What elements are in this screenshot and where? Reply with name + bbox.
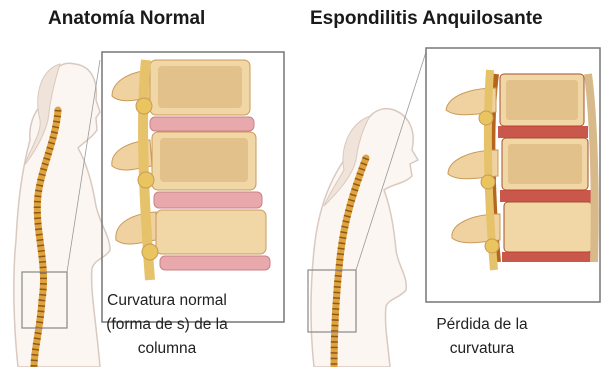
caption-line: (forma de s) de la <box>72 313 262 337</box>
panel-title: Espondilitis Anquilosante <box>310 8 543 30</box>
woman-silhouette-stooped <box>311 109 418 367</box>
fused-vertebrae-stack <box>446 70 595 270</box>
panel-normal-anatomy: Anatomía Normal Curvatura normal (forma … <box>0 0 300 367</box>
caption-line: curvatura <box>407 337 557 361</box>
panel-ankylosing-spondylitis: Espondilitis Anquilosante Pérdida de la … <box>300 0 608 367</box>
normal-vertebrae-stack <box>112 60 270 280</box>
lost-curvature-caption: Pérdida de la curvatura <box>407 313 557 361</box>
panel-title: Anatomía Normal <box>48 8 205 30</box>
caption-line: Pérdida de la <box>407 313 557 337</box>
caption-line: columna <box>72 337 262 361</box>
ankylosing-spondylitis-illustration <box>300 0 608 367</box>
normal-curvature-caption: Curvatura normal (forma de s) de la colu… <box>72 289 262 361</box>
caption-line: Curvatura normal <box>72 289 262 313</box>
